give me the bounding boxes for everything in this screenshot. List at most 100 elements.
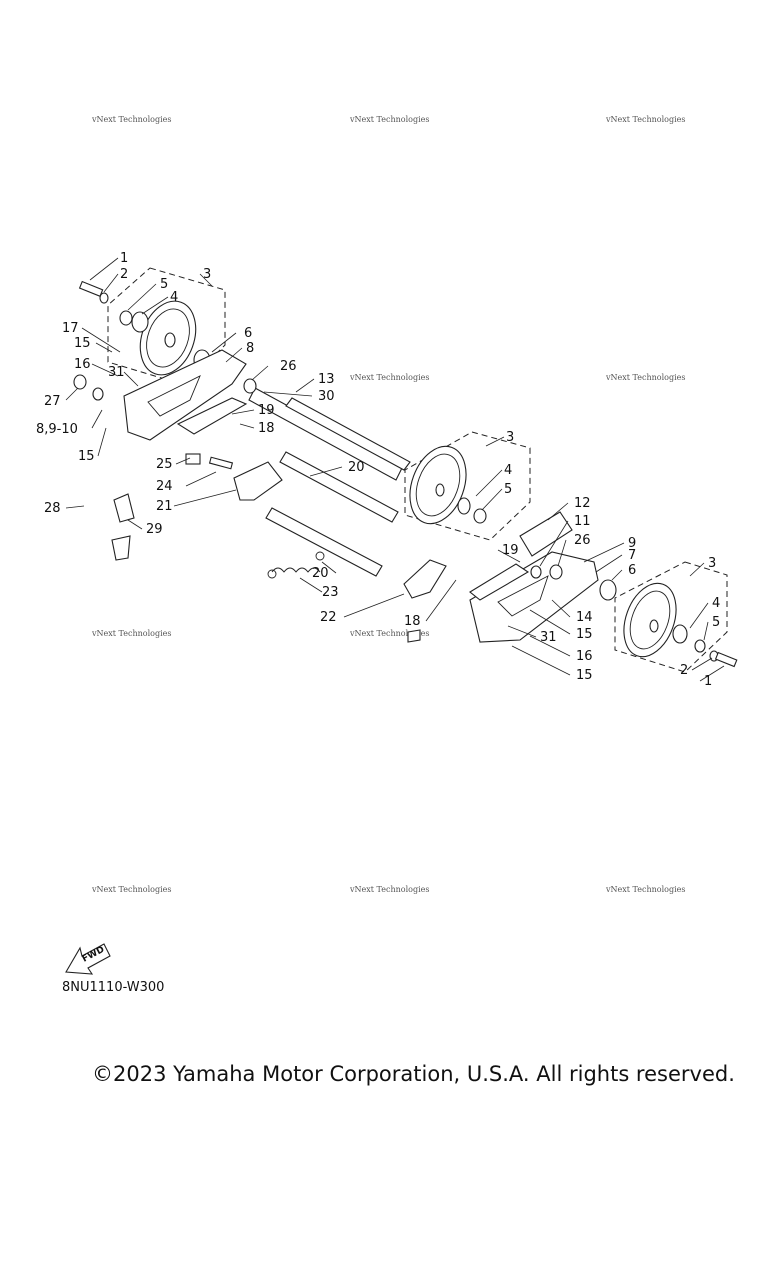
bearing-4-right	[672, 624, 688, 644]
nut-11	[530, 565, 542, 579]
callout-28: 28	[44, 501, 61, 516]
nut-27	[73, 374, 87, 390]
watermark-9: vNext Technologies	[349, 885, 429, 894]
callout-4-top: 4	[170, 290, 178, 305]
washer-2-top	[99, 292, 109, 304]
callout-30: 30	[318, 389, 335, 404]
callout-15-top: 15	[74, 336, 91, 351]
copyright-notice: ©2023 Yamaha Motor Corporation, U.S.A. A…	[92, 1062, 735, 1086]
plate-21	[233, 461, 283, 501]
wheel-assembly-box-right	[614, 561, 728, 673]
diagram-code: 8NU1110-W300	[62, 980, 165, 995]
assembly-boxes	[107, 267, 728, 673]
fwd-arrow: FWD	[65, 943, 111, 975]
spring-23	[271, 567, 321, 573]
spacer-6-right	[599, 579, 617, 601]
clip-29-lower	[111, 535, 131, 561]
watermarks: vNext Technologies vNext Technologies vN…	[91, 115, 685, 894]
shaft-20-upper	[279, 451, 399, 523]
arm-bracket-right	[469, 551, 599, 643]
callout-13: 13	[318, 372, 335, 387]
callout-16-top: 16	[74, 357, 91, 372]
watermark-10: vNext Technologies	[605, 885, 685, 894]
collar-5-middle	[473, 508, 487, 524]
wheel-top-left	[78, 280, 211, 376]
clip-29-upper	[113, 493, 135, 523]
callout-18-right: 18	[404, 614, 421, 629]
shaft-13	[285, 397, 411, 471]
callout-17: 17	[62, 321, 79, 336]
callout-27: 27	[44, 394, 61, 409]
wheel-assembly-box-middle	[404, 431, 531, 541]
watermark-2: vNext Technologies	[349, 115, 429, 124]
bearing-4-middle	[457, 497, 471, 515]
callout-2-top: 2	[120, 267, 128, 282]
callout-8: 8	[246, 341, 254, 356]
callout-15-right-upper: 15	[576, 627, 593, 642]
slide-19-left	[176, 397, 248, 435]
callout-11: 11	[574, 514, 591, 529]
callout-5-top: 5	[160, 277, 168, 292]
callout-15-right-lower: 15	[576, 668, 593, 683]
washer-26-right	[549, 564, 563, 580]
fwd-arrow-icon	[65, 943, 111, 975]
callout-5-middle: 5	[504, 482, 512, 497]
callout-9: 9	[628, 536, 636, 551]
slide-19-right	[469, 563, 530, 601]
bearing-4-top	[131, 311, 149, 333]
watermark-1: vNext Technologies	[91, 115, 171, 124]
callout-12: 12	[574, 496, 591, 511]
collar-25	[185, 453, 201, 465]
watermark-7: vNext Technologies	[349, 629, 429, 638]
callout-26-top: 26	[280, 359, 297, 374]
callout-6-top: 6	[244, 326, 252, 341]
callout-21: 21	[156, 499, 173, 514]
bushing-12	[519, 511, 573, 557]
arm-left	[73, 349, 283, 501]
watermark-6: vNext Technologies	[91, 629, 171, 638]
callout-20-upper: 20	[348, 460, 365, 475]
shafts	[248, 387, 573, 577]
callout-3-right: 3	[708, 556, 716, 571]
callout-31-right: 31	[540, 630, 557, 645]
callout-2-right: 2	[680, 663, 688, 678]
callout-3-top: 3	[203, 267, 211, 282]
callout-1-top: 1	[120, 251, 128, 266]
plate-22	[403, 559, 447, 599]
callout-4-middle: 4	[504, 463, 512, 478]
watermark-8: vNext Technologies	[91, 885, 171, 894]
callout-22: 22	[320, 610, 337, 625]
wheel-middle	[409, 445, 487, 525]
leader-lines	[65, 257, 725, 682]
collar-5-top	[119, 310, 133, 326]
callout-25: 25	[156, 457, 173, 472]
callout-18-left: 18	[258, 421, 275, 436]
callout-29: 29	[146, 522, 163, 537]
callout-19-left: 19	[258, 403, 275, 418]
callout-4-right: 4	[712, 596, 720, 611]
callout-14: 14	[576, 610, 593, 625]
arm-bracket-left	[123, 349, 247, 441]
bolt-1-top	[78, 280, 104, 297]
arm-right	[403, 551, 617, 643]
callout-24: 24	[156, 479, 173, 494]
watermark-3: vNext Technologies	[605, 115, 685, 124]
callout-3-middle: 3	[506, 430, 514, 445]
misc-parts	[111, 493, 421, 643]
callout-20-lower: 20	[312, 566, 329, 581]
callout-5-right: 5	[712, 615, 720, 630]
callouts: 1 2 3 5 4 17 6 15 8 16 31 26 13 27 30 8,…	[36, 251, 720, 689]
callout-23: 23	[322, 585, 339, 600]
callout-7: 7	[628, 548, 636, 563]
callout-6-right: 6	[628, 563, 636, 578]
clip-31-right	[407, 629, 421, 643]
watermark-5: vNext Technologies	[605, 373, 685, 382]
washer-8-9-10	[92, 387, 104, 401]
callout-8-9-10: 8,9-10	[36, 422, 78, 437]
callout-15-left: 15	[78, 449, 95, 464]
callout-26-right: 26	[574, 533, 591, 548]
bolt-1-right	[714, 651, 738, 668]
callout-31-top: 31	[108, 365, 125, 380]
washer-26-top	[243, 378, 257, 394]
